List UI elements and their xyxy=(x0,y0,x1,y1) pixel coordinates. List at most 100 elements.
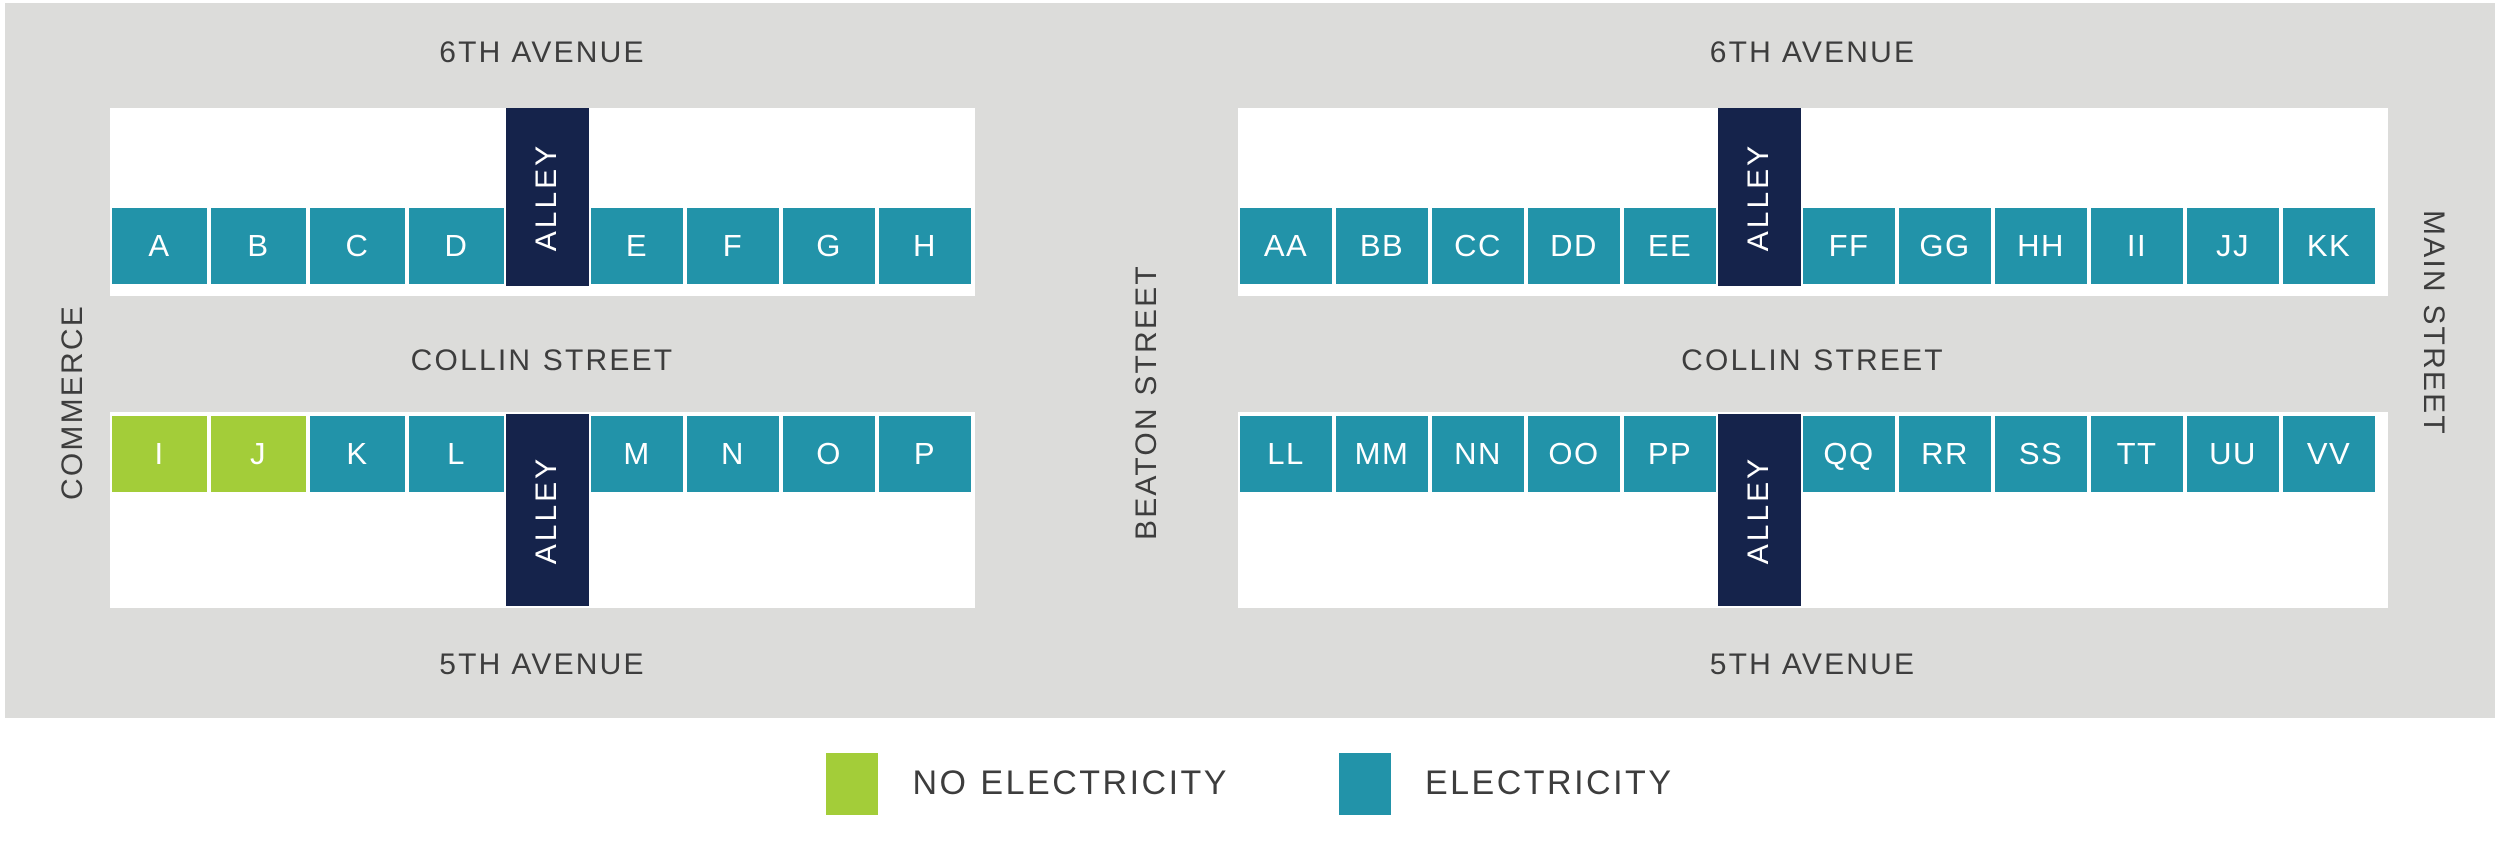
legend-swatch-electricity xyxy=(1338,752,1391,815)
booth-label: F xyxy=(722,228,744,263)
booth-label: GG xyxy=(1919,228,1971,263)
booth-label: AA xyxy=(1263,228,1309,263)
booth-H[interactable]: H xyxy=(877,206,973,286)
booth-label: D xyxy=(444,228,469,263)
booth-label: NN xyxy=(1454,436,1502,471)
booth-label: P xyxy=(913,436,937,471)
booth-label: A xyxy=(148,228,171,263)
booth-C[interactable]: C xyxy=(308,206,407,286)
booth-label: TT xyxy=(2116,436,2158,471)
booth-FF[interactable]: FF xyxy=(1801,206,1897,286)
booth-A[interactable]: A xyxy=(110,206,209,286)
booth-label: UU xyxy=(2209,436,2257,471)
booth-BB[interactable]: BB xyxy=(1334,206,1430,286)
booth-P[interactable]: P xyxy=(877,414,973,494)
booth-label: N xyxy=(721,436,745,471)
booth-label: G xyxy=(816,228,842,263)
booth-label: DD xyxy=(1550,228,1598,263)
booth-JJ[interactable]: JJ xyxy=(2185,206,2281,286)
legend-label: ELECTRICITY xyxy=(1424,764,1674,802)
legend-swatch-no-electricity xyxy=(826,752,879,815)
booth-N[interactable]: N xyxy=(685,414,781,494)
alley-west-lower: ALLEY xyxy=(506,414,589,606)
booth-label: J xyxy=(250,436,267,471)
booth-II[interactable]: II xyxy=(2089,206,2185,286)
booth-DD[interactable]: DD xyxy=(1526,206,1622,286)
booth-AA[interactable]: AA xyxy=(1238,206,1334,286)
booth-CC[interactable]: CC xyxy=(1430,206,1526,286)
legend-item-no-electricity[interactable]: NO ELECTRICITY xyxy=(826,752,1229,815)
booth-label: CC xyxy=(1454,228,1502,263)
booth-F[interactable]: F xyxy=(685,206,781,286)
booth-label: K xyxy=(346,436,369,471)
booth-O[interactable]: O xyxy=(781,414,877,494)
legend-label: NO ELECTRICITY xyxy=(912,764,1229,802)
booth-label: B xyxy=(247,228,270,263)
booth-E[interactable]: E xyxy=(589,206,685,286)
booth-label: OO xyxy=(1548,436,1600,471)
alley-east-upper: ALLEY xyxy=(1718,108,1801,286)
booth-label: M xyxy=(623,436,651,471)
legend: NO ELECTRICITY ELECTRICITY xyxy=(0,726,2500,841)
alley-label: ALLEY xyxy=(1742,455,1776,565)
booth-NN[interactable]: NN xyxy=(1430,414,1526,494)
booth-label: II xyxy=(2126,228,2148,263)
booth-label: PP xyxy=(1647,436,1693,471)
booth-GG[interactable]: GG xyxy=(1897,206,1993,286)
booth-LL[interactable]: LL xyxy=(1238,414,1334,494)
booth-HH[interactable]: HH xyxy=(1993,206,2089,286)
alley-label: ALLEY xyxy=(530,455,564,565)
booth-L[interactable]: L xyxy=(407,414,506,494)
street-label-5th-avenue-west: 5TH AVENUE xyxy=(439,648,646,681)
alley-west-upper: ALLEY xyxy=(506,108,589,286)
booth-label: MM xyxy=(1354,436,1410,471)
booth-K[interactable]: K xyxy=(308,414,407,494)
booth-J[interactable]: J xyxy=(209,414,308,494)
booth-MM[interactable]: MM xyxy=(1334,414,1430,494)
booth-SS[interactable]: SS xyxy=(1993,414,2089,494)
legend-item-electricity[interactable]: ELECTRICITY xyxy=(1338,752,1674,815)
street-label-6th-avenue-west: 6TH AVENUE xyxy=(439,36,646,69)
alley-label: ALLEY xyxy=(530,142,564,252)
booth-label: BB xyxy=(1359,228,1405,263)
booth-label: C xyxy=(345,228,370,263)
booth-VV[interactable]: VV xyxy=(2281,414,2377,494)
street-label-5th-avenue-east: 5TH AVENUE xyxy=(1709,648,1917,681)
booth-label: VV xyxy=(2306,436,2352,471)
booth-label: FF xyxy=(1828,228,1870,263)
booth-label: JJ xyxy=(2216,228,2250,263)
booth-label: HH xyxy=(2017,228,2065,263)
booth-TT[interactable]: TT xyxy=(2089,414,2185,494)
booth-QQ[interactable]: QQ xyxy=(1801,414,1897,494)
booth-label: I xyxy=(154,436,165,471)
east-lower-row: LL MM NN OO PP QQ RR SS TT UU VV xyxy=(1238,414,2377,494)
west-upper-row: A B C D E F G H xyxy=(110,206,973,286)
booth-D[interactable]: D xyxy=(407,206,506,286)
booth-M[interactable]: M xyxy=(589,414,685,494)
booth-RR[interactable]: RR xyxy=(1897,414,1993,494)
east-upper-row: AA BB CC DD EE FF GG HH II JJ KK xyxy=(1238,206,2377,286)
alley-label: ALLEY xyxy=(1742,142,1776,252)
booth-PP[interactable]: PP xyxy=(1622,414,1718,494)
booth-label: O xyxy=(816,436,842,471)
booth-UU[interactable]: UU xyxy=(2185,414,2281,494)
west-lower-row: I J K L M N O P xyxy=(110,414,973,494)
booth-B[interactable]: B xyxy=(209,206,308,286)
street-label-6th-avenue-east: 6TH AVENUE xyxy=(1709,36,1917,69)
booth-EE[interactable]: EE xyxy=(1622,206,1718,286)
booth-label: L xyxy=(447,436,466,471)
street-label-main-street: MAIN STREET xyxy=(2417,210,2450,436)
booth-I[interactable]: I xyxy=(110,414,209,494)
booth-label: RR xyxy=(1921,436,1969,471)
street-label-commerce: COMMERCE xyxy=(56,304,89,500)
booth-KK[interactable]: KK xyxy=(2281,206,2377,286)
street-label-beaton-street: BEATON STREET xyxy=(1130,264,1163,540)
booth-OO[interactable]: OO xyxy=(1526,414,1622,494)
booth-label: EE xyxy=(1647,228,1693,263)
booth-label: H xyxy=(913,228,937,263)
booth-G[interactable]: G xyxy=(781,206,877,286)
booth-label: SS xyxy=(2018,436,2064,471)
alley-east-lower: ALLEY xyxy=(1718,414,1801,606)
street-label-collin-street-east: COLLIN STREET xyxy=(1681,344,1945,377)
